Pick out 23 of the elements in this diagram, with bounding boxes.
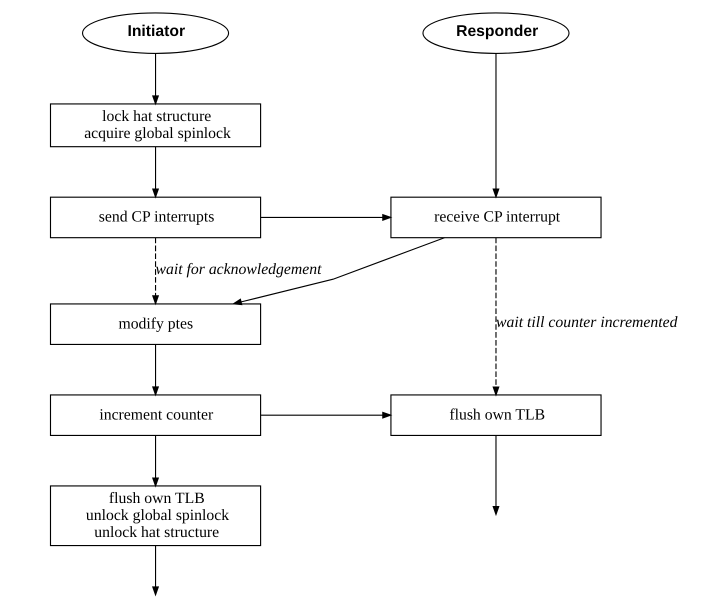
arrow: [260, 214, 392, 221]
arrow: [152, 546, 159, 597]
node-ellipse: Initiator: [81, 12, 229, 54]
node-box: flush own TLB: [390, 394, 602, 436]
node-box: increment counter: [49, 394, 261, 436]
arrow: [492, 238, 500, 397]
arrow: [231, 237, 444, 306]
edge-label: wait till counter incremented: [495, 314, 677, 332]
arrow: [152, 238, 159, 306]
node-box: lock hat structure acquire global spinlock: [49, 103, 261, 148]
arrow: [492, 53, 500, 199]
node-box: modify ptes: [49, 303, 261, 345]
node-box: send CP interrupts: [49, 196, 261, 238]
arrow: [492, 436, 500, 516]
arrow: [152, 436, 159, 488]
node-box: receive CP interrupt: [390, 196, 602, 238]
arrow: [260, 412, 392, 419]
node-ellipse: Responder: [422, 12, 570, 54]
arrow: [152, 344, 159, 397]
edge-label: wait for acknowledgement: [155, 260, 321, 278]
arrow: [152, 54, 159, 106]
arrow: [152, 146, 159, 199]
node-box: flush own TLB unlock global spinlock unlock hat structure: [49, 485, 261, 546]
